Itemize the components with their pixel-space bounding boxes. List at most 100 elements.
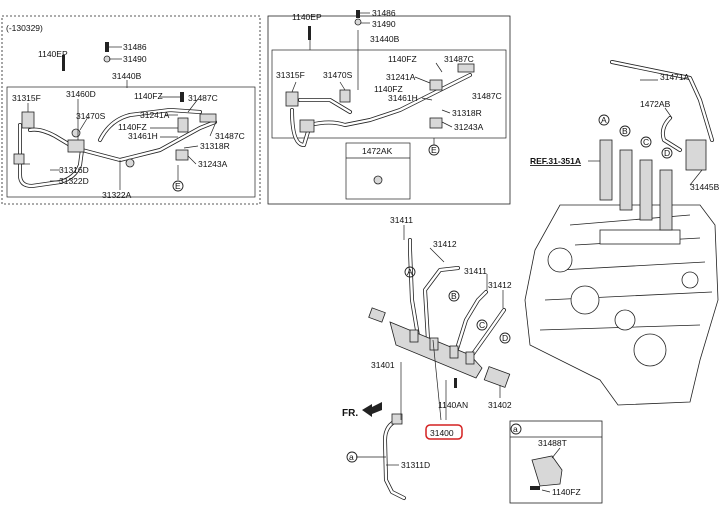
- callout-line-a-text: A: [407, 267, 413, 277]
- engine-boss: [681, 271, 699, 289]
- label-right-31315f: 31315F: [276, 70, 305, 80]
- inset-right: 1140EP 31486 31490 31440B 31315F 31470S …: [267, 8, 511, 205]
- inset-left-border: [1, 15, 261, 205]
- label-right-31490: 31490: [372, 19, 396, 29]
- inset-right-inner-box: [271, 49, 507, 139]
- fitting-31315f: [21, 111, 35, 129]
- label-right-31241a: 31241A: [386, 72, 416, 82]
- callout-e-left: [172, 180, 184, 192]
- callout-injector-b-text: B: [622, 126, 628, 136]
- label-1140ep: 1140EP: [38, 49, 68, 59]
- fitting-31487c: [199, 113, 217, 123]
- callout-a-main: [346, 451, 358, 463]
- fr-arrow-icon: [362, 402, 382, 417]
- bolt-1140ep: [62, 55, 65, 71]
- injectors: A B C D 31471A 1472AB REF.31-351A 31445B: [530, 60, 720, 231]
- label-31490: 31490: [123, 54, 147, 64]
- inset-right-border: [267, 15, 511, 205]
- label-right-31440b: 31440B: [370, 34, 400, 44]
- detail-a-tag-text: a: [513, 424, 518, 434]
- label-31316d: 31316D: [59, 165, 89, 175]
- label-31412-a: 31412: [433, 239, 457, 249]
- callout-e-right: [428, 144, 440, 156]
- box-1472ak: [345, 142, 411, 200]
- fitting-right-31487c: [457, 63, 475, 73]
- label-31440b: 31440B: [112, 71, 142, 81]
- label-31445b: 31445B: [690, 182, 720, 192]
- label-31488t: 31488T: [538, 438, 567, 448]
- label-right-31486: 31486: [372, 8, 396, 18]
- injector-d: [659, 169, 673, 231]
- label-31322d: 31322D: [59, 176, 89, 186]
- detail-a-border: [509, 420, 603, 504]
- callout-injector-d-text: D: [664, 148, 670, 158]
- rail-port-4: [465, 351, 475, 365]
- bracket-right-31243a: [429, 117, 443, 129]
- detail-a-tag: [510, 423, 522, 435]
- fitting-31460d: [67, 139, 85, 153]
- callout-injector-d: [661, 147, 673, 159]
- label-1472ak: 1472AK: [362, 146, 393, 156]
- label-1472ab: 1472AB: [640, 99, 671, 109]
- fitting-31311d: [391, 413, 403, 425]
- inset-left-inner-box: [6, 86, 256, 198]
- callout-line-c-text: C: [479, 320, 485, 330]
- pressure-valve-31402: [483, 366, 511, 388]
- date-code: (-130329): [6, 23, 43, 33]
- fitting-right-31470s: [339, 89, 351, 103]
- label-31322a: 31322A: [102, 190, 132, 200]
- callout-line-d: [499, 332, 511, 344]
- injector-b: [619, 149, 633, 211]
- fitting-31316d: [13, 153, 25, 165]
- label-31243a: 31243A: [198, 159, 228, 169]
- bracket-31445b: [685, 139, 707, 171]
- engine-bore-3: [614, 309, 636, 331]
- bracket-right-31241a: [429, 79, 443, 91]
- bolt-31486: [105, 42, 109, 52]
- rail-assembly: A B C D a 31411 31412 31411 31412 31401 …: [342, 215, 512, 500]
- clip-1472ak: [373, 175, 383, 185]
- label-1140fz-a: 1140FZ: [134, 91, 163, 101]
- bolt-detail-1140fz: [530, 486, 540, 490]
- bolt-right-31486: [356, 10, 360, 18]
- label-fr: FR.: [342, 408, 358, 419]
- detail-a: a 31488T 1140FZ: [509, 420, 603, 504]
- fitting-31318r: [125, 158, 135, 168]
- label-31400[interactable]: 31400: [430, 428, 454, 438]
- clamp-31488t: [531, 455, 563, 487]
- callout-line-d-text: D: [502, 333, 508, 343]
- rail-port-3: [449, 345, 459, 359]
- label-1140an: 1140AN: [438, 400, 468, 410]
- label-31311d: 31311D: [401, 460, 430, 470]
- highlight-box-31400[interactable]: [425, 424, 463, 440]
- label-right-31318r: 31318R: [452, 108, 482, 118]
- fitting-right-lower: [299, 119, 315, 133]
- engine-head-rail: [599, 229, 681, 245]
- bracket-31243a: [175, 149, 189, 161]
- label-31487c-a: 31487C: [188, 93, 218, 103]
- callout-injector-c-text: C: [643, 137, 649, 147]
- label-31460d: 31460D: [66, 89, 96, 99]
- label-right-1140fz-a: 1140FZ: [388, 54, 417, 64]
- bolt-right-1140ep: [308, 26, 311, 40]
- label-31402: 31402: [488, 400, 512, 410]
- callout-line-b: [448, 290, 460, 302]
- inset-left: (-130329): [1, 15, 261, 205]
- rail-port-1: [409, 329, 419, 343]
- injector-a: [599, 139, 613, 201]
- bolt-1140an: [454, 378, 457, 388]
- fitting-right-31315f: [285, 91, 299, 107]
- label-right-31243a: 31243A: [454, 122, 484, 132]
- engine-pulley: [633, 333, 667, 367]
- line-31412-a: [423, 266, 460, 342]
- label-31401: 31401: [371, 360, 395, 370]
- label-31315f: 31315F: [12, 93, 41, 103]
- label-right-1140ep: 1140EP: [292, 12, 322, 22]
- engine-bore-1: [547, 247, 573, 273]
- callout-e-left-text: E: [175, 181, 181, 191]
- callout-injector-a: [598, 114, 610, 126]
- injector-c: [639, 159, 653, 221]
- rail-pressure-sensor: [368, 307, 386, 323]
- fitting-31470s: [71, 128, 81, 138]
- label-ref-31-351a: REF.31-351A: [530, 156, 581, 166]
